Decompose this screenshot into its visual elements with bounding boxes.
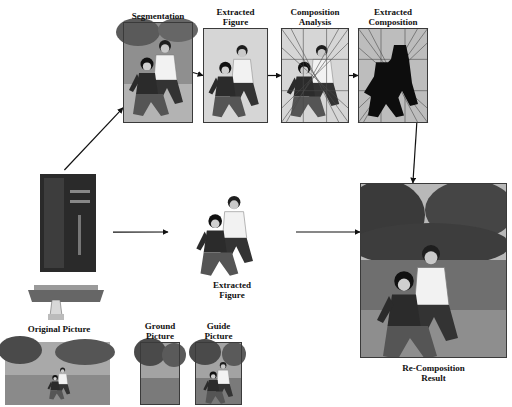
illustration-part <box>0 336 42 364</box>
illustration-part <box>287 45 339 117</box>
arrow-connector <box>413 123 417 183</box>
computer-scanner <box>28 174 104 320</box>
illustration-part <box>281 28 349 123</box>
extracted-composition-photo <box>358 28 428 123</box>
picture-frame: Segmentation <box>123 22 193 123</box>
arrow-connector <box>349 75 358 76</box>
illustration-part <box>162 343 186 367</box>
illustration-part <box>364 45 418 117</box>
node-label: Extracted Composition <box>364 7 422 27</box>
illustration-part <box>222 342 246 366</box>
illustration-part <box>140 378 180 405</box>
arrow-connector <box>64 108 123 170</box>
arrow-connector <box>296 231 360 232</box>
node-label: Composition Analysis <box>286 7 344 27</box>
illustration-part <box>377 245 458 357</box>
illustration-part <box>78 215 81 255</box>
node-label: Original Picture <box>6 324 112 334</box>
node-label: Ground Picture <box>136 321 184 341</box>
illustration-part <box>358 28 428 123</box>
figure-group: Extracted Figure <box>168 190 296 302</box>
illustration-part <box>70 200 90 203</box>
node-label: Extracted Figure <box>207 7 265 27</box>
illustration-part <box>40 174 96 272</box>
result-photo <box>361 184 506 357</box>
picture-frame: Extracted Figure <box>203 28 268 123</box>
arrow-connector <box>113 231 168 232</box>
illustration-part <box>209 45 259 117</box>
picture-frame: Re-Composition Result <box>360 183 507 358</box>
illustration-part <box>196 196 253 276</box>
picture-frame: Composition Analysis <box>281 28 349 123</box>
illustration-part <box>358 28 428 123</box>
illustration-part <box>50 300 62 316</box>
original-photo <box>0 336 115 405</box>
illustration-part <box>28 290 104 302</box>
extracted-figure-photo <box>203 28 268 123</box>
picture-frame: Extracted Composition <box>358 28 428 123</box>
illustration-part <box>55 339 115 365</box>
node-label: Guide Picture <box>195 321 243 341</box>
segmentation-photo <box>116 18 198 123</box>
input-group: Original Picture <box>5 170 113 406</box>
illustration-part <box>70 190 90 193</box>
arrow-connector <box>268 75 281 76</box>
picture-frame: Ground Picture <box>140 342 180 405</box>
guide-photo <box>189 339 246 405</box>
arrow-connector <box>193 73 203 76</box>
illustration-part <box>34 285 98 290</box>
illustration-part <box>48 368 71 400</box>
illustration-part <box>129 40 183 116</box>
composition-analysis-photo <box>281 28 349 123</box>
extracted-figures <box>196 196 253 276</box>
illustration-part <box>203 28 268 123</box>
node-label: Extracted Figure <box>203 280 261 300</box>
illustration-part <box>48 314 64 320</box>
illustration-part <box>203 362 233 404</box>
node-label: Segmentation <box>122 11 194 21</box>
picture-frame: Guide Picture <box>195 342 242 405</box>
ground-photo <box>134 338 186 405</box>
illustration-part <box>281 28 349 123</box>
illustration-part <box>44 178 64 268</box>
node-label: Re-Composition Result <box>394 363 474 383</box>
